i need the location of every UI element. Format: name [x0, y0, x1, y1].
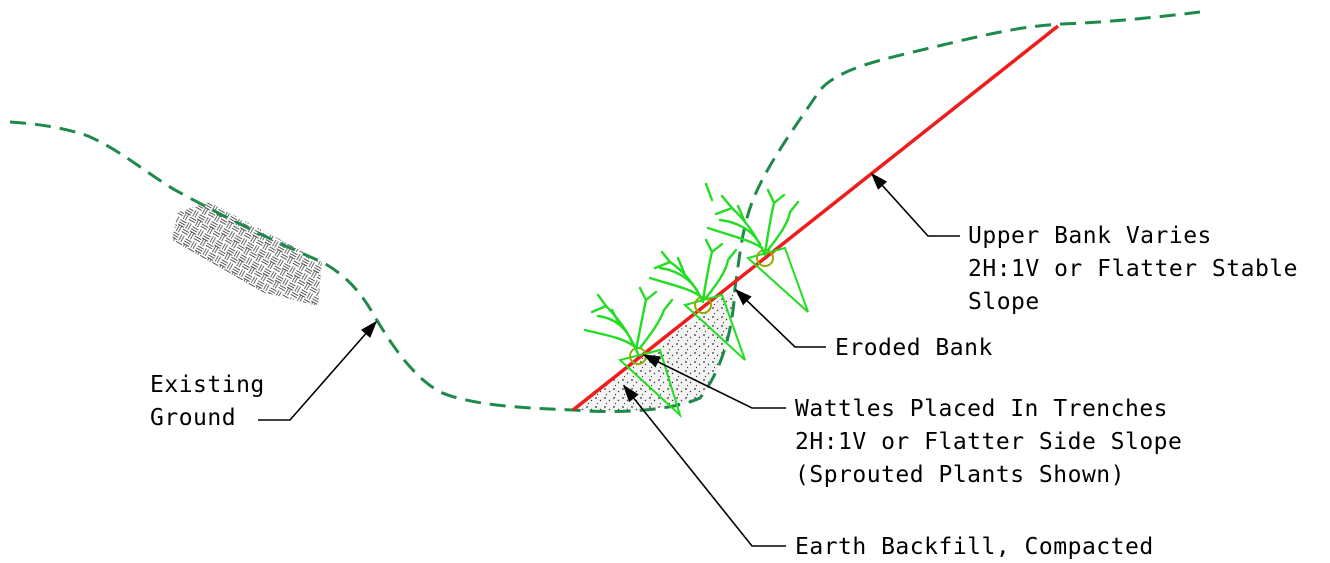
rock-riprap-icon — [172, 202, 322, 306]
earth-backfill-label: Earth Backfill, Compacted — [795, 534, 1154, 560]
sprouted-plant-middle — [648, 238, 746, 361]
wattles-leader — [642, 354, 786, 409]
upper-bank-leader — [870, 172, 960, 237]
sprouted-plant-lower — [583, 286, 683, 419]
eroded-bank-label: Eroded Bank — [835, 335, 993, 361]
existing-ground-label: Existing Ground — [150, 372, 279, 431]
earth-backfill-leader — [622, 384, 786, 547]
upper-bank-label: Upper Bank Varies 2H:1V or Flatter Stabl… — [968, 223, 1312, 315]
existing-ground-line — [9, 10, 1201, 413]
existing-ground-leader — [258, 320, 378, 421]
sprouted-plant-upper — [704, 182, 809, 313]
stable-slope-line — [571, 24, 1060, 412]
eroded-bank-leader — [734, 288, 826, 348]
wattles-label: Wattles Placed In Trenches 2H:1V or Flat… — [795, 396, 1197, 488]
